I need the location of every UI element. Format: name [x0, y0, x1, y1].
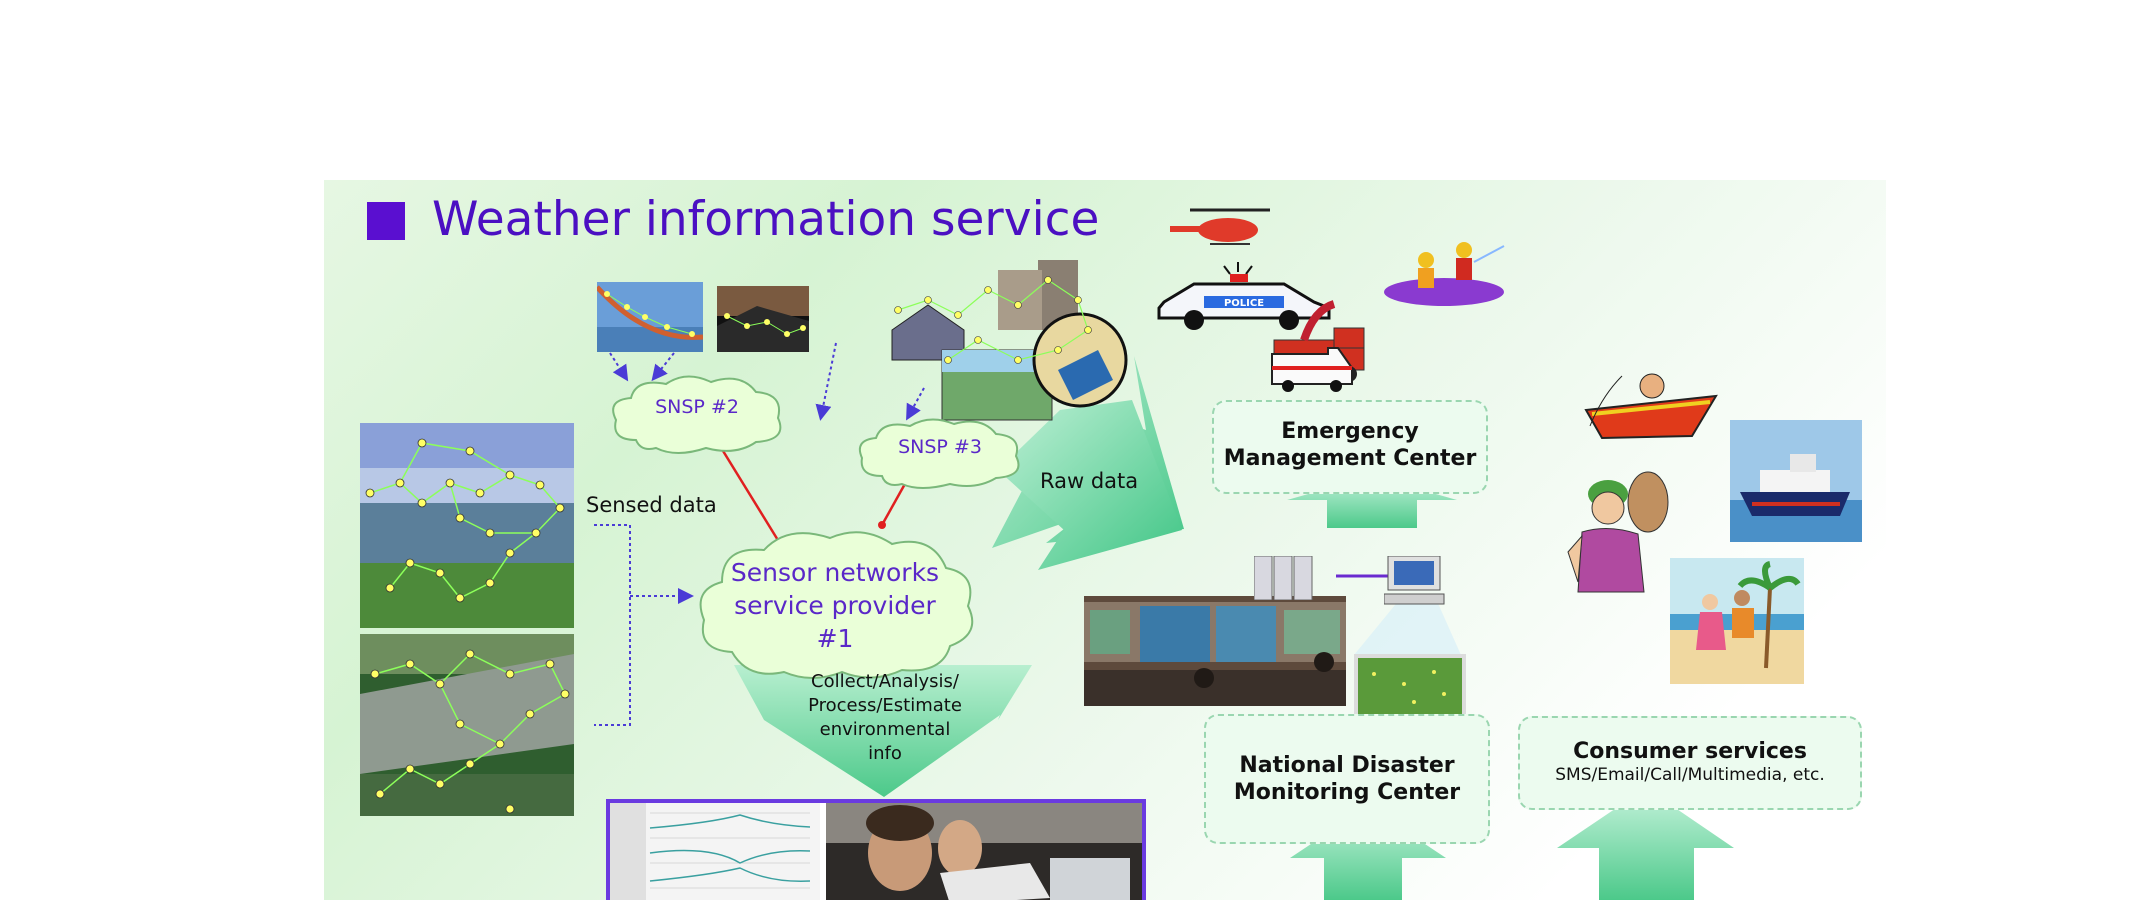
consumer-up-arrow: [1557, 788, 1734, 900]
snsp2-cloud: [612, 375, 782, 454]
helicopter-icon: [1170, 208, 1270, 245]
ship-photo: [1730, 420, 1862, 542]
collect-line4: info: [868, 743, 902, 764]
hiker-icon: [1567, 471, 1669, 593]
bridge-sensor-photo: [597, 282, 703, 352]
snsp2-link: [718, 445, 786, 551]
collect-label: Collect/Analysis/ Process/Estimate envir…: [742, 670, 1028, 766]
fishing-boat-icon: [1584, 373, 1718, 440]
collect-arrow: [734, 665, 1032, 797]
svg-text:POLICE: POLICE: [1224, 298, 1264, 309]
emergency-line2: Management Center: [1223, 446, 1477, 471]
provider-label: Sensor networks service provider #1: [692, 556, 978, 655]
river-sensor-photo: [360, 423, 574, 628]
title-bullet: [367, 202, 405, 240]
provider-line1: Sensor networks: [730, 558, 940, 587]
raw-data-label: Raw data: [1040, 469, 1139, 493]
disaster-line1: National Disaster: [1239, 753, 1455, 778]
provider-line2: service provider: [734, 591, 936, 620]
emergency-line1: Emergency: [1281, 419, 1419, 444]
slide: Weather information service: [324, 180, 1886, 900]
provider-line3: #1: [816, 624, 854, 653]
consumer-sub: SMS/Email/Call/Multimedia, etc.: [1555, 765, 1825, 785]
consumer-services-box: Consumer services SMS/Email/Call/Multime…: [1518, 716, 1862, 810]
analysis-charts-photo: [610, 803, 1142, 900]
dam-sensor-photo: [360, 634, 574, 816]
workstation-icon: [1384, 556, 1445, 605]
firefighters-icon: [1384, 242, 1505, 306]
fire-sensor-photo: [717, 286, 809, 352]
server-rack-icon: [1254, 556, 1313, 600]
snsp3-label: SNSP #3: [898, 436, 982, 458]
police-car-icon: POLICE: [1157, 262, 1331, 330]
snsp3-cloud: [858, 418, 1020, 489]
city-sensor-illustration: [891, 260, 1128, 421]
slide-title: Weather information service: [432, 192, 1100, 247]
ambulance-icon: [1271, 347, 1353, 392]
sensed-data-connector: [594, 524, 631, 726]
snsp3-link: [880, 481, 908, 526]
collect-line2: Process/Estimate: [808, 695, 962, 716]
disaster-center-box: National Disaster Monitoring Center: [1204, 714, 1490, 844]
disaster-line2: Monitoring Center: [1233, 780, 1461, 805]
bridge-to-snsp2-line: [609, 352, 629, 382]
collect-line3: environmental: [819, 719, 951, 740]
emergency-center-box: Emergency Management Center: [1212, 400, 1488, 494]
consumer-title: Consumer services: [1573, 739, 1807, 764]
control-room-photo: [1084, 596, 1346, 706]
village-to-snsp3-line: [815, 342, 837, 421]
analysis-photo-frame: [606, 799, 1146, 900]
provider-cloud: [699, 531, 974, 679]
fire-to-snsp2-line: [651, 352, 675, 382]
sensed-data-label: Sensed data: [586, 493, 717, 517]
snsp2-label: SNSP #2: [655, 396, 739, 418]
collect-line1: Collect/Analysis/: [811, 671, 959, 692]
disaster-up-arrow: [1290, 806, 1446, 900]
beach-couple-photo: [1670, 558, 1804, 684]
